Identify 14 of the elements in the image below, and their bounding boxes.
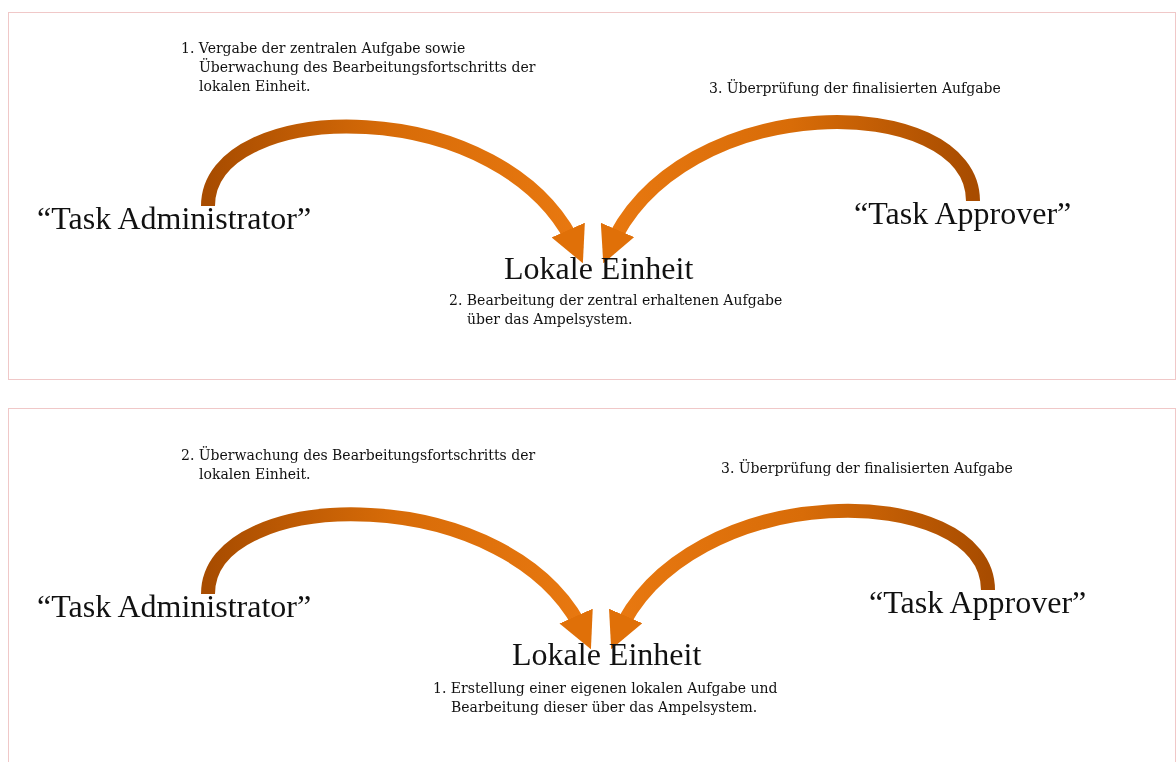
curved-arrow: [201, 507, 593, 649]
role-label: “Task Approver”: [869, 585, 1087, 621]
curved-arrow: [201, 120, 585, 263]
edge-label: 3. Überprüfung der finalisierten Aufgabe: [721, 459, 1013, 478]
role-label: “Task Administrator”: [37, 589, 312, 625]
panel: [8, 408, 1176, 762]
curved-arrow: [601, 115, 980, 263]
role-label: “Task Approver”: [854, 196, 1072, 232]
panel: [8, 12, 1176, 380]
edge-label: 3. Überprüfung der finalisierten Aufgabe: [709, 79, 1001, 98]
role-label: Lokale Einheit: [504, 251, 694, 287]
curved-arrow: [609, 504, 995, 649]
role-label: “Task Administrator”: [37, 201, 312, 237]
role-label: Lokale Einheit: [512, 637, 702, 673]
